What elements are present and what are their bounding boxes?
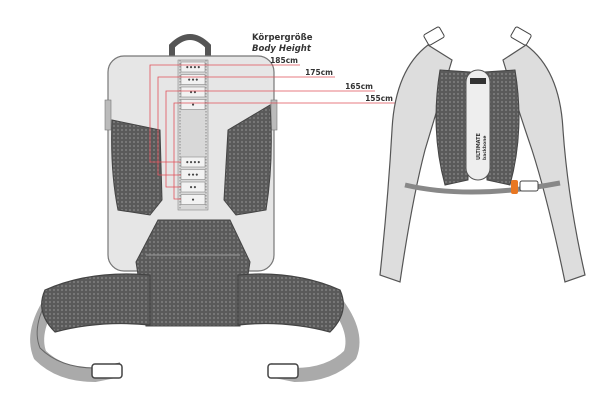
- size-mark: ••••: [185, 65, 200, 72]
- hip-buckle-left[interactable]: [91, 363, 123, 379]
- harness-front-view: ULTIMATE backbone: [379, 26, 586, 283]
- size-mark: ••: [189, 185, 197, 192]
- right-shoulder-strap: [502, 44, 586, 283]
- height-line: [157, 76, 335, 176]
- hip-buckle-right[interactable]: [267, 363, 299, 379]
- height-lines: [149, 64, 395, 200]
- height-label: 155cm: [365, 94, 393, 103]
- hip-belt-right: [237, 273, 344, 333]
- right-back-mesh: [484, 69, 520, 186]
- harness-label-1: ULTIMATE: [476, 132, 482, 160]
- size-mark: •••: [187, 172, 199, 179]
- left-shoulder-strap: [379, 44, 453, 283]
- sternum-buckle[interactable]: [511, 180, 518, 194]
- size-slot: [180, 99, 206, 110]
- size-slot: [180, 194, 206, 205]
- height-label: 175cm: [305, 68, 333, 77]
- height-label: 185cm: [270, 56, 298, 65]
- size-slot: [180, 74, 206, 85]
- title-en: Body Height: [252, 44, 312, 54]
- harness-label-2: backbone: [482, 136, 488, 161]
- right-back-pad: [223, 104, 272, 216]
- height-label: 165cm: [345, 82, 373, 91]
- title-de: Körpergröße: [252, 33, 313, 43]
- carry-handle: [169, 34, 211, 58]
- height-line: [173, 102, 395, 200]
- size-mark: •: [191, 197, 195, 204]
- lumbar-pad: [135, 219, 251, 327]
- size-mark: ••••: [185, 160, 200, 167]
- size-ladder: •••••••••• ••••••••••: [177, 59, 209, 211]
- height-line: [165, 90, 375, 188]
- backpack-back-view: •••••••••• ••••••••••: [30, 34, 395, 383]
- size-mark: •••: [187, 77, 199, 84]
- left-back-pad: [111, 119, 163, 216]
- size-slot: [180, 86, 206, 98]
- hip-belt-left: [41, 273, 151, 333]
- size-slot: [180, 169, 206, 180]
- height-line: [149, 64, 300, 163]
- sternum-strap: [404, 180, 561, 195]
- size-slot: [180, 61, 206, 73]
- size-mark: •: [191, 102, 195, 109]
- backbone-panel: [465, 69, 491, 181]
- left-back-mesh: [435, 69, 471, 186]
- size-mark: ••: [189, 90, 197, 97]
